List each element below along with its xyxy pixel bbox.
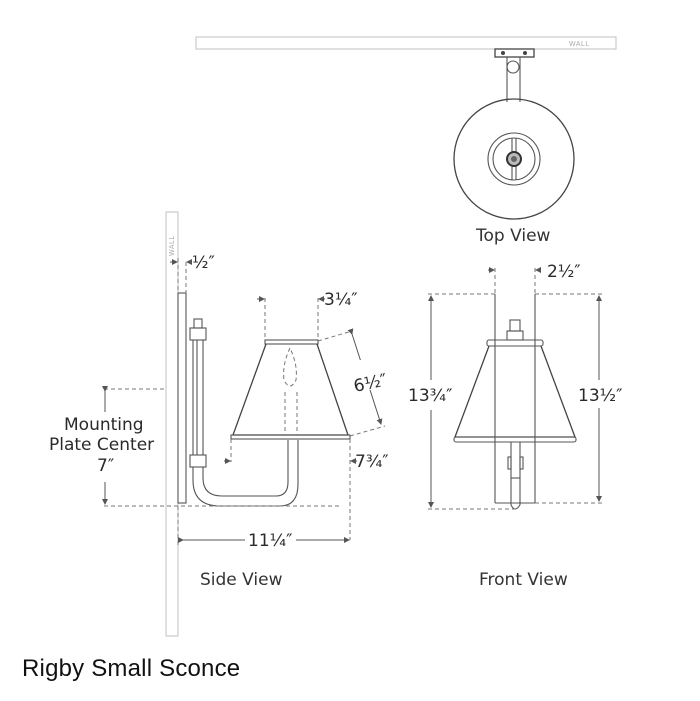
dim-shade-height: 6½″ <box>317 328 389 437</box>
side-arm-body <box>189 318 299 507</box>
top-view: WALL Top View <box>195 36 617 246</box>
dim-shade-bottom-value: 7¾″ <box>355 452 389 472</box>
side-view-label: Side View <box>200 570 283 590</box>
dim-overall-height: 13¾″ <box>408 293 515 510</box>
side-wall: WALL <box>165 211 179 637</box>
front-backplate <box>494 294 536 504</box>
dim-mounting-label-2: Plate Center <box>49 435 154 455</box>
dim-backplate-height-value: 13½″ <box>578 386 622 406</box>
dim-extension-value: 11¼″ <box>248 531 292 551</box>
dim-backplate-width-value: 2½″ <box>547 262 581 282</box>
wall-label-side: WALL <box>169 235 176 256</box>
top-shade <box>453 98 575 220</box>
dim-mounting-label-1: Mounting <box>64 415 144 435</box>
top-bracket <box>494 48 535 102</box>
dim-shade-bottom: 7¾″ <box>224 439 389 540</box>
product-title: Rigby Small Sconce <box>22 655 241 682</box>
dim-shade-top: 3¼″ <box>257 290 358 340</box>
dim-backplate-height: 13½″ <box>535 293 622 504</box>
front-stem <box>507 442 524 510</box>
dim-backplate-width: 2½″ <box>488 262 581 294</box>
wall-label-top: WALL <box>569 41 590 48</box>
dim-mounting-center: Mounting Plate Center 7″ <box>49 386 340 507</box>
front-view-label: Front View <box>479 570 568 590</box>
side-backplate <box>177 292 187 504</box>
dim-shade-top-value: 3¼″ <box>324 290 358 310</box>
front-shade <box>453 339 577 443</box>
dim-overall-height-value: 13¾″ <box>408 386 452 406</box>
front-view: 2½″ 13¾″ 13½″ Front View <box>408 262 622 590</box>
dim-extension: 11¼″ <box>177 506 350 551</box>
dim-mounting-value: 7″ <box>97 456 114 476</box>
dim-backplate-depth-value: ½″ <box>192 253 215 273</box>
top-wall: WALL <box>195 36 617 50</box>
side-shade <box>230 339 351 440</box>
top-view-label: Top View <box>475 226 551 246</box>
dim-backplate-depth: ½″ <box>170 253 215 293</box>
side-view: WALL <box>49 211 389 637</box>
